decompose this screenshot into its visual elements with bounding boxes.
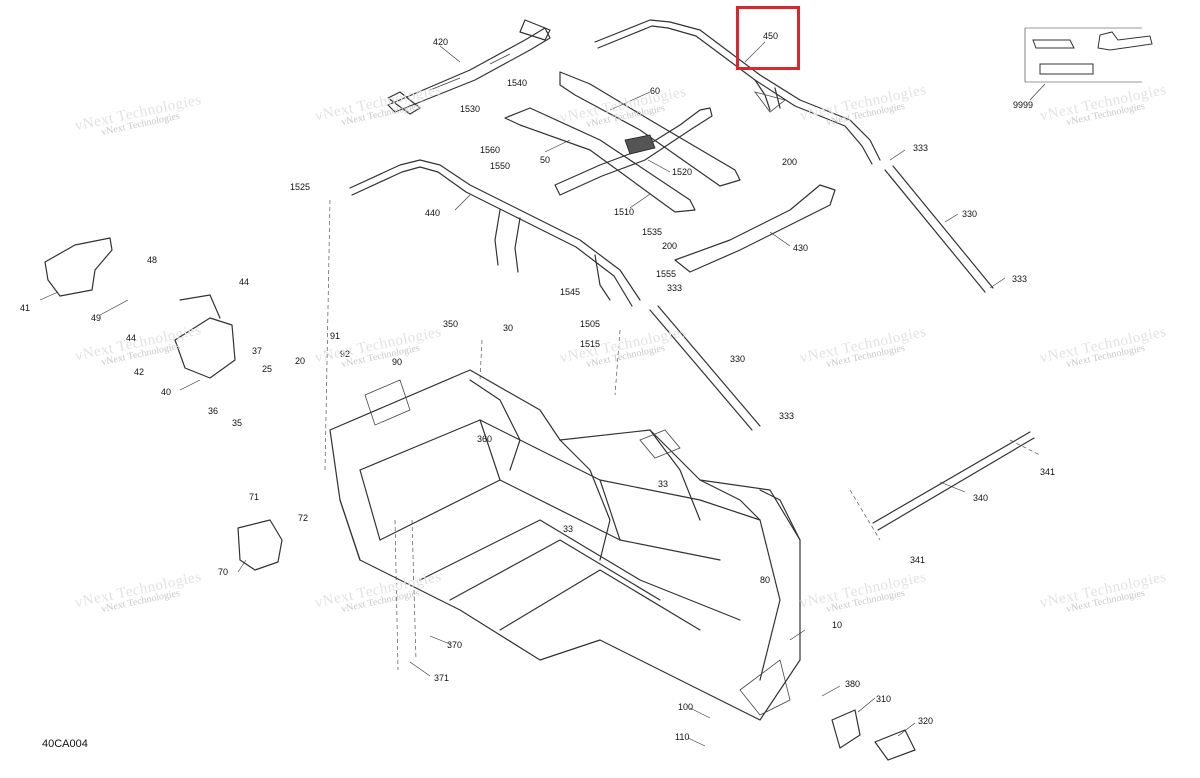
callout-333: 333 bbox=[913, 143, 929, 153]
callout-360: 360 bbox=[477, 434, 493, 444]
callout-100: 100 bbox=[678, 702, 694, 712]
callout-80: 80 bbox=[760, 575, 771, 585]
callout-42: 42 bbox=[134, 367, 145, 377]
part-420-drawing bbox=[387, 19, 551, 115]
callout-330: 330 bbox=[962, 209, 978, 219]
callout-450: 450 bbox=[763, 31, 779, 41]
highlight-box-part-450 bbox=[736, 6, 800, 70]
callout-200: 200 bbox=[782, 157, 798, 167]
callout-1540: 1540 bbox=[507, 78, 528, 88]
diagram-code: 40CA004 bbox=[42, 738, 88, 750]
callout-330: 330 bbox=[730, 354, 746, 364]
callout-340: 340 bbox=[973, 493, 989, 503]
leader-lines bbox=[39, 41, 1046, 747]
callout-49: 49 bbox=[91, 313, 102, 323]
callout-370: 370 bbox=[447, 640, 463, 650]
callout-33: 33 bbox=[563, 524, 574, 534]
callout-333: 333 bbox=[667, 283, 683, 293]
part-40-drawing bbox=[174, 294, 236, 379]
callout-1550: 1550 bbox=[490, 161, 511, 171]
callout-1535: 1535 bbox=[642, 227, 663, 237]
callout-70: 70 bbox=[218, 567, 229, 577]
callout-25: 25 bbox=[262, 364, 273, 374]
callout-9999: 9999 bbox=[1013, 100, 1034, 110]
callout-333: 333 bbox=[779, 411, 795, 421]
callout-36: 36 bbox=[208, 406, 219, 416]
callout-33: 33 bbox=[658, 479, 669, 489]
callout-420: 420 bbox=[433, 37, 449, 47]
callout-50: 50 bbox=[540, 155, 551, 165]
part-10-chassis-drawing bbox=[329, 369, 801, 721]
callout-30: 30 bbox=[503, 323, 514, 333]
callout-44: 44 bbox=[239, 277, 250, 287]
callout-92: 92 bbox=[340, 349, 351, 359]
part-50-drawing bbox=[504, 71, 741, 213]
callout-1520: 1520 bbox=[672, 167, 693, 177]
callout-1545: 1545 bbox=[560, 287, 581, 297]
callout-1530: 1530 bbox=[460, 104, 481, 114]
part-340-drawing bbox=[872, 431, 1035, 531]
callout-1560: 1560 bbox=[480, 145, 501, 155]
callout-320: 320 bbox=[918, 716, 934, 726]
callout-1515: 1515 bbox=[580, 339, 601, 349]
callout-1510: 1510 bbox=[614, 207, 635, 217]
callout-350: 350 bbox=[443, 319, 459, 329]
callout-60: 60 bbox=[650, 86, 661, 96]
callout-48: 48 bbox=[147, 255, 158, 265]
part-330-drawing bbox=[649, 165, 994, 431]
part-9999-drawing bbox=[1024, 27, 1153, 83]
callout-40: 40 bbox=[161, 387, 172, 397]
callout-37: 37 bbox=[252, 346, 263, 356]
part-70-drawing bbox=[237, 519, 283, 571]
callout-430: 430 bbox=[793, 243, 809, 253]
callout-200: 200 bbox=[662, 241, 678, 251]
callout-440: 440 bbox=[425, 208, 441, 218]
callout-1525: 1525 bbox=[290, 182, 311, 192]
callout-10: 10 bbox=[832, 620, 843, 630]
callout-380: 380 bbox=[845, 679, 861, 689]
part-310-320-drawing bbox=[831, 709, 916, 761]
callout-110: 110 bbox=[675, 732, 690, 742]
callout-341: 341 bbox=[1040, 467, 1056, 477]
part-440-drawing bbox=[349, 159, 641, 307]
callout-333: 333 bbox=[1012, 274, 1028, 284]
callout-1505: 1505 bbox=[580, 319, 601, 329]
part-450-drawing bbox=[594, 19, 881, 165]
callout-310: 310 bbox=[876, 694, 892, 704]
callout-72: 72 bbox=[298, 513, 309, 523]
callout-341: 341 bbox=[910, 555, 926, 565]
callout-90: 90 bbox=[392, 357, 403, 367]
callout-91: 91 bbox=[330, 331, 341, 341]
callout-371: 371 bbox=[434, 673, 450, 683]
callout-35: 35 bbox=[232, 418, 243, 428]
part-41-drawing bbox=[44, 237, 113, 297]
alignment-lines bbox=[324, 199, 1041, 671]
part-430-drawing bbox=[674, 184, 836, 273]
callout-41: 41 bbox=[20, 303, 31, 313]
callout-1555: 1555 bbox=[656, 269, 677, 279]
callout-20: 20 bbox=[295, 356, 306, 366]
callout-44: 44 bbox=[126, 333, 137, 343]
callout-71: 71 bbox=[249, 492, 260, 502]
